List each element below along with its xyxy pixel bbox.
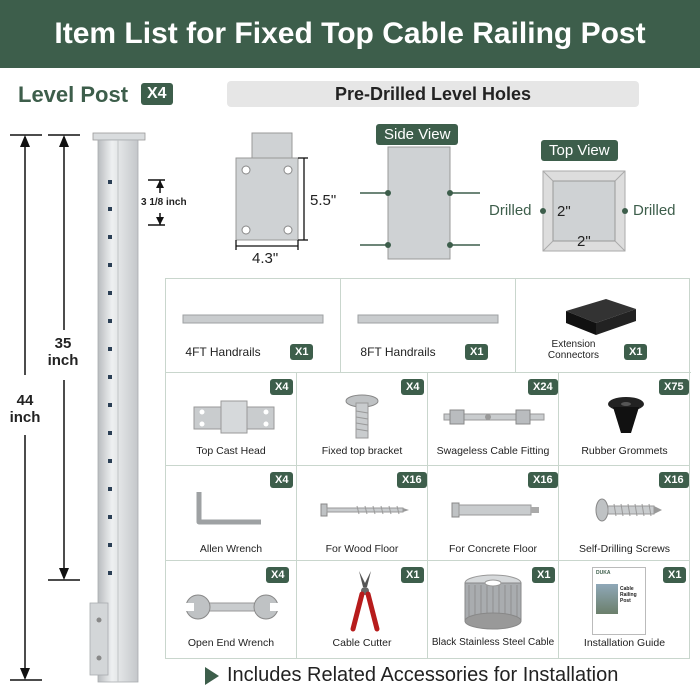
pre-drilled-banner: Pre-Drilled Level Holes (227, 81, 639, 107)
plate-height-label: 5.5" (310, 192, 337, 209)
overall-height-label: 44 inch (9, 392, 41, 426)
item-label: Rubber Grommets (581, 445, 668, 457)
top-view-tag: Top View (541, 140, 618, 161)
item-label: Top Cast Head (196, 445, 266, 457)
hole-spacing-label: 3 1/8 inch (141, 197, 187, 208)
level-post-title: Level Post (18, 82, 129, 107)
qty-badge: X16 (659, 472, 689, 488)
top-plate-diagram (235, 132, 308, 250)
installation-guide-cover: DUKA Cable Railing Post (592, 567, 646, 635)
extension-connector-image (566, 299, 636, 335)
qty-badge: X1 (624, 344, 648, 360)
item-label: 4FT Handrails (185, 345, 261, 359)
guide-cover-brand: DUKA (596, 570, 611, 576)
item-open-end-wrench: X4 Open End Wrench (166, 561, 297, 658)
inner-height-label: 35 inch (47, 335, 79, 369)
item-label: Allen Wrench (199, 543, 263, 555)
fixed-top-bracket-image (345, 394, 379, 439)
guide-cover-title: Cable Railing Post (620, 586, 637, 604)
guide-cover-photo (596, 584, 618, 614)
item-self-drilling-screws: X16 Self-Drilling Screws (559, 466, 690, 561)
open-end-wrench-image (184, 594, 279, 620)
top-cast-head-image (193, 400, 275, 434)
top-view-diagram (540, 170, 628, 252)
item-cable-cutter: X1 Cable Cutter (297, 561, 428, 658)
qty-badge: X4 (266, 567, 290, 583)
allen-wrench-image (196, 492, 261, 525)
footer-text: Includes Related Accessories for Install… (227, 664, 619, 686)
qty-badge: X24 (528, 379, 558, 395)
side-view-diagram (360, 146, 480, 260)
qty-badge: X4 (401, 379, 425, 395)
qty-badge: X4 (270, 472, 294, 488)
handrail-4ft-image (182, 314, 324, 324)
item-label: For Concrete Floor (448, 543, 538, 555)
item-rubber-grommets: X75 Rubber Grommets (559, 373, 690, 466)
item-wood-floor: X16 For Wood Floor (297, 466, 428, 561)
plate-width-label: 4.3" (252, 250, 279, 267)
self-drilling-screw-image (595, 498, 662, 522)
qty-badge: X75 (659, 379, 689, 395)
item-label: Cable Cutter (332, 637, 392, 649)
item-label: Fixed top bracket (321, 445, 403, 457)
item-label: 8FT Handrails (360, 345, 436, 359)
level-post-diagram (10, 132, 165, 683)
item-label: For Wood Floor (325, 543, 399, 555)
swageless-fitting-image (443, 409, 545, 425)
item-label: Self-Drilling Screws (578, 543, 671, 555)
item-label: Swageless Cable Fitting (436, 445, 550, 457)
handrail-8ft-image (357, 314, 499, 324)
side-view-tag: Side View (376, 124, 459, 145)
item-label: Extension Connectors (547, 339, 600, 361)
item-fixed-top-bracket: X4 Fixed top bracket (297, 373, 428, 466)
qty-badge: X16 (397, 472, 427, 488)
top-view-dim-b: 2" (577, 233, 591, 250)
item-top-cast-head: X4 Top Cast Head (166, 373, 297, 466)
qty-badge: X16 (528, 472, 558, 488)
rubber-grommet-image (608, 397, 644, 433)
qty-badge: X1 (663, 567, 687, 583)
item-concrete-floor: X16 For Concrete Floor (428, 466, 559, 561)
item-label: Open End Wrench (187, 637, 275, 649)
page-title: Item List for Fixed Top Cable Railing Po… (54, 17, 646, 50)
qty-badge: X1 (465, 344, 489, 360)
qty-badge: X1 (401, 567, 425, 583)
concrete-anchor-image (451, 502, 539, 518)
level-post-qty-badge: X4 (141, 83, 173, 105)
pre-drilled-title: Pre-Drilled Level Holes (334, 83, 532, 104)
cable-cutter-image (350, 571, 380, 632)
page-header: Item List for Fixed Top Cable Railing Po… (0, 0, 700, 68)
qty-badge: X4 (270, 379, 294, 395)
item-allen-wrench: X4 Allen Wrench (166, 466, 297, 561)
item-installation-guide: X1 DUKA Cable Railing Post Installation … (559, 561, 690, 658)
item-8ft-handrails: 8FT Handrails X1 (341, 279, 516, 373)
item-label: Black Stainless Steel Cable (431, 637, 555, 648)
footer-note: Includes Related Accessories for Install… (205, 664, 618, 687)
drilled-right-label: Drilled (633, 202, 676, 219)
item-label: Installation Guide (583, 637, 666, 649)
top-view-dim-a: 2" (557, 203, 571, 220)
wood-screw-image (320, 503, 409, 517)
item-steel-cable: X1 Black Stainless Steel Cable (428, 561, 559, 658)
qty-badge: X1 (290, 344, 314, 360)
drilled-left-label: Drilled (489, 202, 532, 219)
steel-cable-spool-image (464, 574, 522, 630)
qty-badge: X1 (532, 567, 556, 583)
play-triangle-icon (205, 666, 219, 685)
item-extension-connectors: Extension Connectors X1 (516, 279, 691, 373)
item-swageless-fitting: X24 Swageless Cable Fitting (428, 373, 559, 466)
item-4ft-handrails: 4FT Handrails X1 (166, 279, 341, 373)
items-grid: 4FT Handrails X1 8FT Handrails X1 Extens… (165, 278, 691, 659)
